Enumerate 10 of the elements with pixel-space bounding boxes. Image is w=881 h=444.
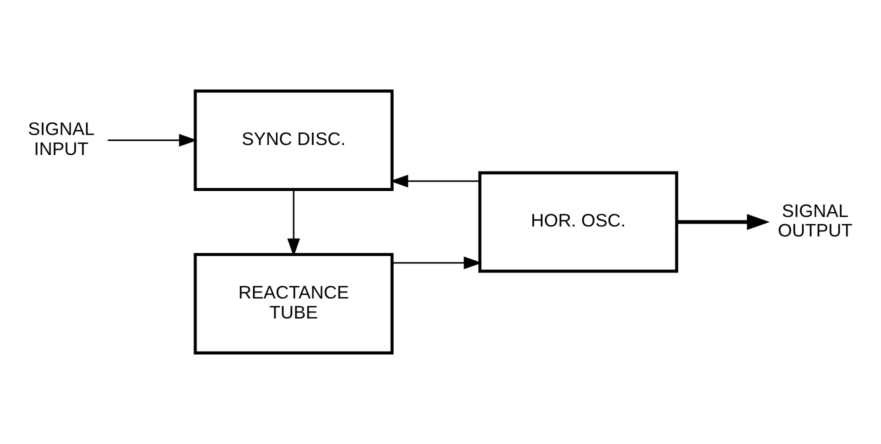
arrow (287, 190, 300, 257)
arrow (108, 134, 198, 147)
node-text: SIGNAL OUTPUT (778, 200, 852, 241)
node-text: SIGNAL INPUT (28, 119, 95, 159)
node-box: REACTANCE TUBE (194, 253, 394, 354)
arrow (676, 214, 770, 230)
node-box: SYNC DISC. (194, 90, 394, 191)
arrow (392, 256, 482, 270)
arrow (390, 174, 480, 188)
node-box: HOR. OSC. (478, 171, 678, 273)
